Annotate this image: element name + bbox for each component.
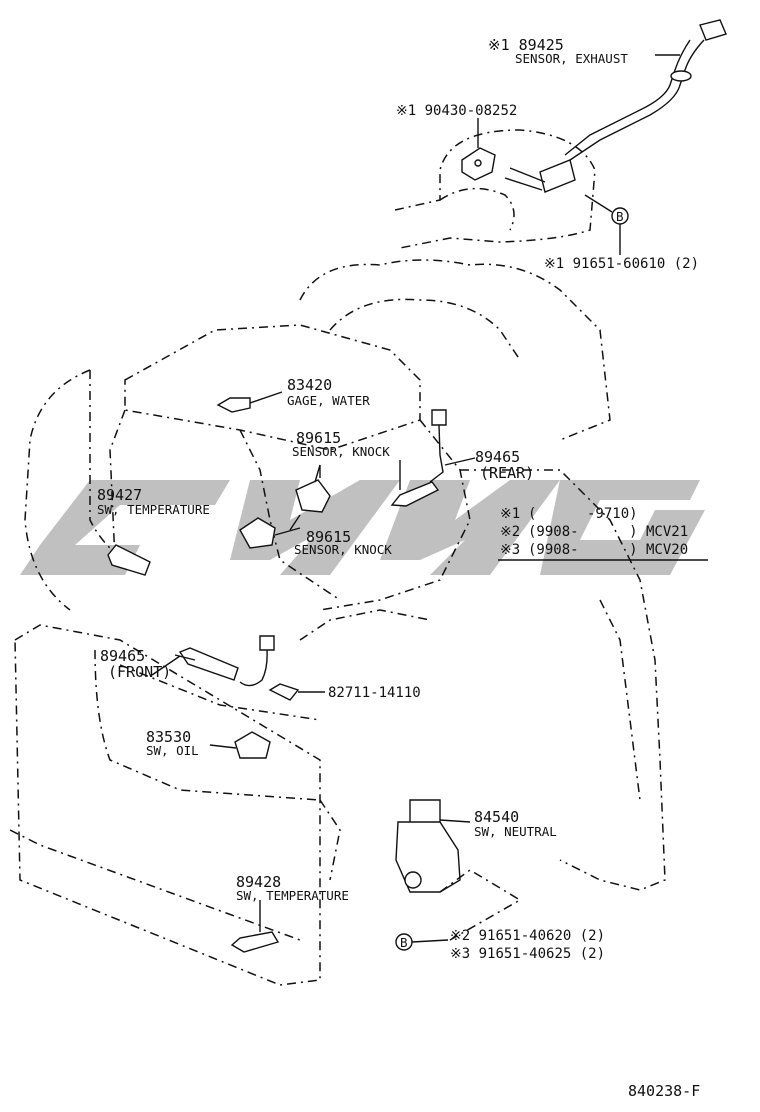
stud-number: ※1 91651-60610 (2) bbox=[544, 256, 699, 272]
callout-b-upper-label: B bbox=[616, 209, 624, 224]
figure-code: 840238-F bbox=[628, 1082, 700, 1100]
front-o2-name: (FRONT) bbox=[108, 663, 171, 681]
legend-model-2: MCV21 bbox=[646, 524, 688, 540]
clamp-number: 82711-14110 bbox=[328, 685, 421, 701]
leader-front-o2 bbox=[151, 655, 181, 676]
model-legend: ※1 ( -9710) ※2 (9908- ) MCV21 ※3 (9908- … bbox=[500, 506, 688, 558]
temp-switch-lower bbox=[230, 900, 280, 953]
knock-sensor-upper-name: SENSOR, KNOCK bbox=[292, 444, 390, 459]
temp-switch-upper-name: SW, TEMPERATURE bbox=[97, 502, 210, 517]
bolt-number-line-2: ※3 91651-40625 (2) bbox=[450, 946, 605, 962]
engine-outline bbox=[24, 129, 666, 891]
water-gage-number: 83420 bbox=[287, 376, 332, 394]
bolt-number-line-1: ※2 91651-40620 (2) bbox=[450, 928, 605, 944]
oil-switch-number: 83530 bbox=[146, 728, 191, 746]
neutral-switch-number: 84540 bbox=[474, 808, 519, 826]
leader-knock-lower bbox=[289, 514, 301, 531]
front-o2-number: 89465 bbox=[100, 647, 145, 665]
gasket-number: ※1 90430-08252 bbox=[396, 103, 517, 119]
legend-range-3: (9908- ) bbox=[528, 542, 638, 558]
callout-b-lower: B bbox=[395, 933, 449, 951]
exhaust-sensor-number: ※1 89425 bbox=[488, 36, 564, 54]
callout-b-upper: B bbox=[584, 194, 629, 255]
neutral-switch-name: SW, NEUTRAL bbox=[474, 824, 557, 839]
oil-switch-name: SW, OIL bbox=[146, 743, 199, 758]
callout-b-lower-label: B bbox=[400, 935, 408, 950]
front-o2-sensor bbox=[174, 635, 275, 687]
rear-o2-number: 89465 bbox=[475, 448, 520, 466]
knock-sensor-lower-name: SENSOR, KNOCK bbox=[294, 542, 392, 557]
knock-sensor-upper-number: 89615 bbox=[296, 429, 341, 447]
legend-mark-3: ※3 bbox=[500, 542, 520, 558]
legend-model-3: MCV20 bbox=[646, 542, 688, 558]
legend-mark-2: ※2 bbox=[500, 524, 520, 540]
legend-range-2: (9908- ) bbox=[528, 524, 638, 540]
radiator-outline bbox=[9, 624, 341, 986]
exhaust-sensor-name: SENSOR, EXHAUST bbox=[515, 51, 628, 66]
rear-o2-name: (REAR) bbox=[480, 464, 534, 482]
legend-mark-1: ※1 bbox=[500, 506, 520, 522]
knock-sensor-lower-number: 89615 bbox=[306, 528, 351, 546]
rear-o2-sensor bbox=[390, 409, 476, 507]
water-gage bbox=[216, 391, 283, 413]
temp-switch-lower-number: 89428 bbox=[236, 873, 281, 891]
temp-switch-lower-name: SW, TEMPERATURE bbox=[236, 888, 349, 903]
clamp bbox=[268, 683, 325, 701]
temp-switch-upper-number: 89427 bbox=[97, 486, 142, 504]
knock-sensor-lower bbox=[239, 517, 301, 549]
oil-switch bbox=[209, 731, 271, 759]
legend-range-1: ( -9710) bbox=[528, 506, 638, 522]
neutral-switch bbox=[395, 799, 522, 941]
watermark bbox=[20, 480, 705, 575]
exhaust-sensor bbox=[461, 19, 727, 193]
knock-sensor-upper bbox=[295, 464, 331, 513]
temp-switch-upper bbox=[107, 544, 151, 576]
water-gage-name: GAGE, WATER bbox=[287, 393, 370, 408]
